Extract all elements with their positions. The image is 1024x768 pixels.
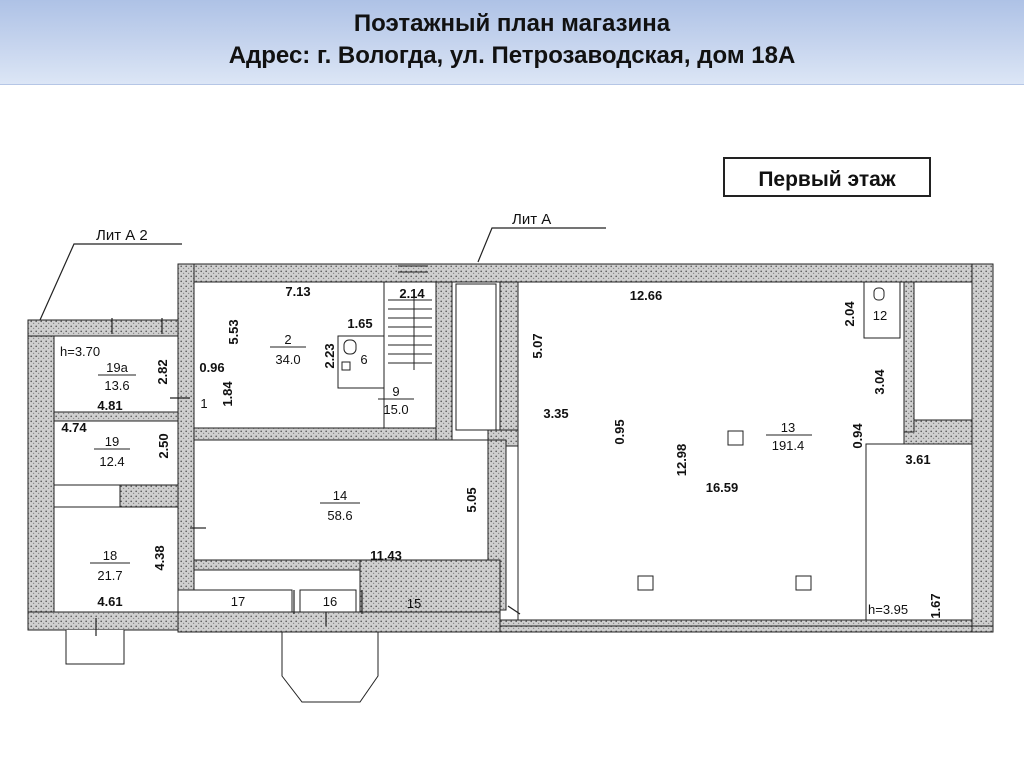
dim-2-14: 2.14 [399,286,425,301]
dim-2-23: 2.23 [322,343,337,368]
wall-a2-bottom [27,611,179,631]
dim-5-07: 5.07 [530,333,545,358]
floor-label: Первый этаж [758,168,896,191]
page-title: Поэтажный план магазина [353,10,671,37]
dim-5-53: 5.53 [226,319,241,344]
room-17 [177,589,293,613]
room-19a [53,335,179,413]
room-19a-area: 13.6 [104,378,129,393]
walls [27,263,994,633]
wall-stair-right [435,281,453,441]
columns [637,430,812,591]
dim-0-95: 0.95 [612,419,627,444]
dimension-labels-vertical: 5.53 2.23 1.84 2.82 2.50 4.38 5.05 5.07 … [152,301,943,619]
dimension-labels: 7.13 2.14 1.65 0.96 4.81 4.74 4.61 11.43… [61,284,930,609]
room-9-num: 9 [392,384,399,399]
room-18 [53,506,179,613]
dim-4-38: 4.38 [152,545,167,570]
dim-4-81: 4.81 [97,398,122,413]
ticks [95,318,521,636]
room-19-num: 19 [105,434,119,449]
height-right: h=3.95 [868,602,908,617]
dim-12-66: 12.66 [630,288,663,303]
dim-2-82: 2.82 [155,359,170,384]
wall-15-block [359,559,501,613]
wall-main-top [177,263,994,283]
wall-shop-left [499,281,519,443]
room-lit-a-void [455,283,497,431]
height-left: h=3.70 [60,344,100,359]
wall-2-14 [193,427,441,441]
room-1-num: 1 [200,396,207,411]
room-13-area: 191.4 [772,438,805,453]
title-banner: Поэтажный план магазина Адрес: г. Вологд… [0,0,1024,85]
dim-5-05: 5.05 [464,487,479,512]
leaders [39,227,606,321]
dim-7-13: 7.13 [285,284,310,299]
entrances [65,265,993,703]
room-18-num: 18 [103,548,117,563]
room-9-stair [383,281,437,429]
wall-main-left [177,263,195,631]
floor-plan: Первый этаж Лит А 2 Лит А h=3.70 h=3.95 … [27,157,994,703]
room-labels: 19а 13.6 19 12.4 18 21.7 2 34.0 9 15.0 6… [90,308,887,611]
dim-12-98: 12.98 [674,444,689,477]
room-17-num: 17 [231,594,245,609]
room-18-area: 21.7 [97,568,122,583]
room-13 [517,281,905,621]
room-12-num: 12 [873,308,887,323]
dim-0-96: 0.96 [199,360,224,375]
wall-main-bottom [177,611,501,633]
dim-1-84: 1.84 [220,381,235,407]
dim-0-94: 0.94 [850,423,865,449]
wall-main-right [971,263,994,633]
room-19-area: 12.4 [99,454,124,469]
address-subtitle: Адрес: г. Вологда, ул. Петрозаводская, д… [228,42,796,69]
dim-1-67: 1.67 [928,593,943,618]
room-14-area: 58.6 [327,508,352,523]
room-19 [53,420,179,486]
dim-2-50: 2.50 [156,433,171,458]
lit-a-label: Лит А [512,211,551,228]
dim-16-59: 16.59 [706,480,739,495]
room-16-num: 16 [323,594,337,609]
wall-column-right [903,281,915,433]
dim-2-04: 2.04 [842,301,857,327]
room-9-area: 15.0 [383,402,408,417]
room-2-num: 2 [284,332,291,347]
room-14 [193,439,489,561]
room-13-right [913,281,973,421]
dim-3-61: 3.61 [905,452,930,467]
floor-label-box [723,157,931,197]
room-15-num: 15 [407,596,421,611]
wall-19-18 [119,484,179,508]
room-6-num: 6 [360,352,367,367]
dim-1-65: 1.65 [347,316,372,331]
wall-a2-left [27,319,55,631]
dim-3-35: 3.35 [543,406,568,421]
room-19a-num: 19а [106,360,128,375]
dim-3-04: 3.04 [872,369,887,395]
lit-a2-label: Лит А 2 [96,227,148,244]
stair-treads [388,292,432,370]
fixtures [341,287,885,371]
room-16 [299,589,357,613]
room-14-num: 14 [333,488,347,503]
dim-4-61: 4.61 [97,594,122,609]
dim-4-74: 4.74 [61,420,87,435]
room-13-lower-right [865,443,973,621]
wall-a2-top [27,319,179,337]
room-13-num: 13 [781,420,795,435]
room-2-area: 34.0 [275,352,300,367]
dim-11-43: 11.43 [370,548,402,563]
